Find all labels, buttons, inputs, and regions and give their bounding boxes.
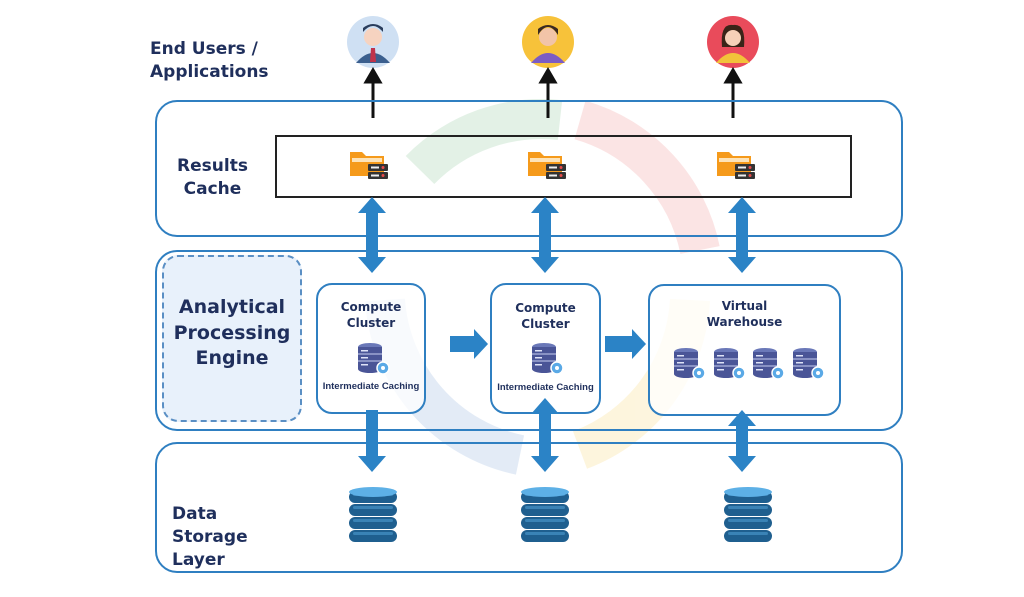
server-gear-icon [714, 348, 746, 380]
compute-cluster-1: Compute Cluster Intermediate Caching [316, 283, 426, 414]
folder-server-icon [350, 152, 388, 179]
user-avatar-icon [522, 16, 574, 68]
down-arrow [358, 410, 386, 472]
bidirectional-arrow [531, 398, 559, 472]
cluster-title: Compute Cluster [340, 300, 402, 331]
right-arrow [605, 329, 646, 359]
engine-label: Analytical Processing Engine [173, 296, 291, 370]
warehouse-title: Virtual Warehouse [706, 299, 783, 330]
folder-server-icon [717, 152, 755, 179]
data-storage-panel [155, 442, 903, 573]
end-users-label: End Users / Applications [150, 39, 269, 82]
results-cache-label: Results Cache [177, 156, 248, 199]
server-gear-icon [532, 343, 564, 375]
engine-label-box [162, 255, 302, 422]
database-icon [724, 487, 772, 542]
bidirectional-arrow [358, 197, 386, 273]
folder-server-icon [528, 152, 566, 179]
virtual-warehouse: Virtual Warehouse [648, 284, 841, 416]
server-gear-icon [674, 348, 706, 380]
cluster-caption: Intermediate Caching [497, 382, 594, 393]
user-avatar-icon [707, 16, 759, 68]
up-arrows [363, 67, 743, 118]
user-avatar-icon [347, 16, 399, 68]
analytical-engine-panel [155, 250, 903, 431]
storage-label: Data Storage Layer [172, 504, 248, 570]
results-cache-panel [155, 100, 903, 237]
database-icon [349, 487, 397, 542]
cluster-caption: Intermediate Caching [322, 381, 420, 392]
server-gear-icon [358, 343, 390, 375]
cache-box [275, 135, 852, 198]
folder-icons [350, 152, 755, 179]
bidirectional-arrow [728, 410, 756, 472]
bidirectional-arrow [728, 197, 756, 273]
database-icon [521, 487, 569, 542]
bidirectional-arrow [531, 197, 559, 273]
server-gear-icon [793, 348, 825, 380]
compute-cluster-2: Compute Cluster Intermediate Caching [490, 283, 601, 414]
server-gear-icon [753, 348, 785, 380]
right-arrow [450, 329, 488, 359]
cluster-title: Compute Cluster [515, 301, 576, 332]
